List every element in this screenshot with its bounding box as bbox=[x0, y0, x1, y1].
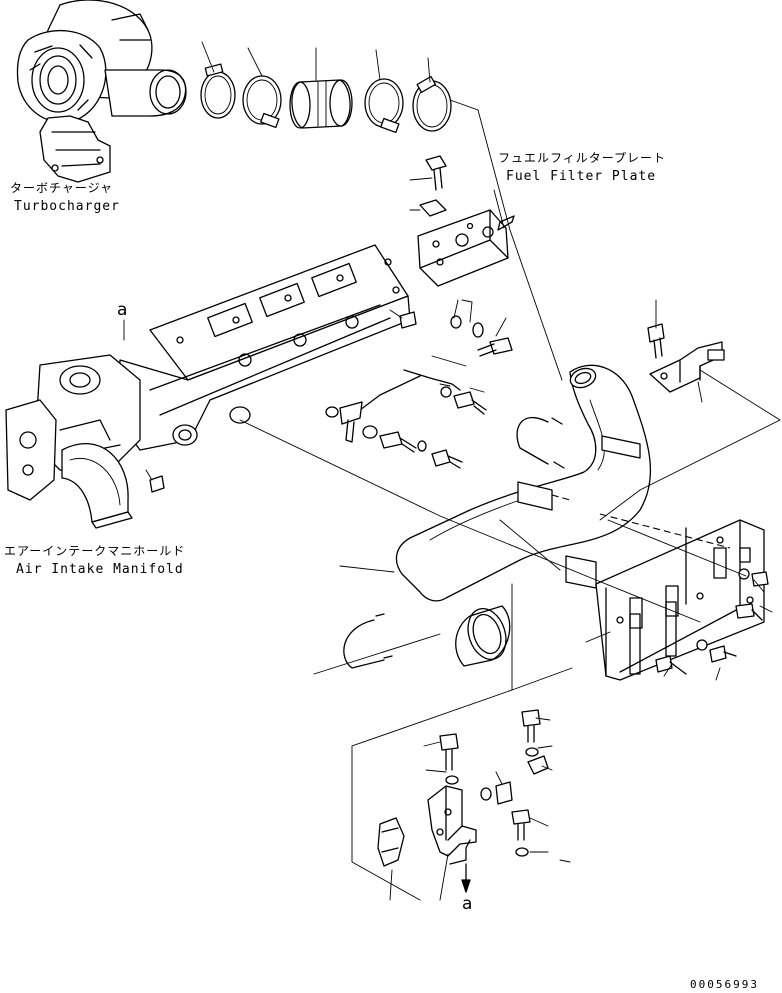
clamp-sleeve-row bbox=[200, 41, 452, 134]
air-intake-manifold-label-en: Air Intake Manifold bbox=[16, 562, 184, 577]
fuel-filter-plate-label-en: Fuel Filter Plate bbox=[506, 169, 657, 184]
reference-marker-a-top: a bbox=[117, 300, 128, 320]
turbocharger-drawing bbox=[16, 0, 187, 183]
detail-a-view bbox=[377, 709, 571, 901]
turbocharger-label-en: Turbocharger bbox=[14, 199, 120, 214]
upper-right-bracket bbox=[647, 299, 725, 403]
document-number: 00056993 bbox=[690, 978, 759, 991]
air-intake-manifold-drawing bbox=[5, 244, 417, 529]
reference-marker-a-bottom: a bbox=[462, 894, 473, 914]
air-intake-manifold-label-jp: エアーインテークマニホールド bbox=[4, 544, 186, 558]
turbocharger-label-jp: ターボチャージャ bbox=[10, 181, 114, 195]
right-bracket-plate bbox=[585, 519, 773, 681]
fuel-filter-plate-label-jp: フュエルフィルタープレート bbox=[498, 151, 667, 165]
leader-lines bbox=[239, 99, 781, 901]
air-intake-pipe bbox=[343, 364, 652, 669]
manifold-bracket-hardware bbox=[325, 355, 487, 469]
fuel-filter-plate-drawing bbox=[409, 155, 515, 357]
